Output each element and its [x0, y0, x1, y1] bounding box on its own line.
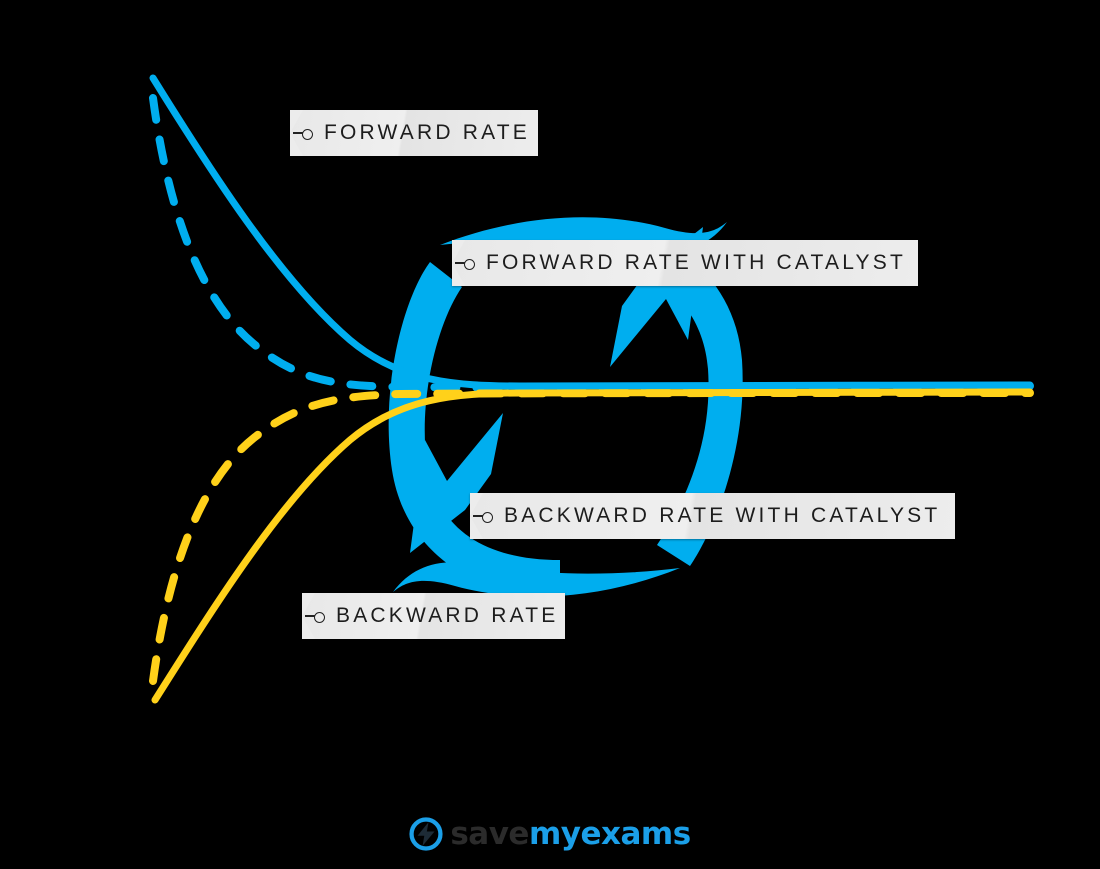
tag-shape	[470, 493, 955, 539]
tag-shape	[302, 593, 565, 639]
curve-forward-rate-with-catalyst	[149, 94, 1034, 392]
label-text: BACKWARD RATE	[336, 604, 559, 627]
label-text: BACKWARD RATE WITH CATALYST	[504, 504, 941, 527]
logo-word-myexams: myexams	[528, 815, 691, 852]
tag-shape	[452, 240, 918, 286]
tag-hole-icon	[464, 258, 475, 270]
label-forward-rate-with-catalyst[interactable]: FORWARD RATE WITH CATALYST	[452, 240, 918, 286]
tag-shape	[290, 110, 538, 156]
tag-string-icon	[305, 615, 315, 617]
tag-string-icon	[473, 515, 483, 517]
save-my-exams-logo: savemyexams	[0, 817, 1100, 851]
label-forward-rate[interactable]: FORWARD RATE	[290, 110, 538, 156]
curve-backward-rate-with-catalyst	[149, 389, 1034, 685]
logo-wordmark: savemyexams	[450, 815, 691, 852]
logo-word-save: save	[450, 815, 529, 852]
tag-hole-icon	[302, 128, 313, 140]
tag-string-icon	[293, 132, 303, 134]
tag-hole-icon	[314, 611, 325, 623]
tag-hole-icon	[482, 511, 493, 523]
tag-string-icon	[455, 262, 465, 264]
label-backward-rate[interactable]: BACKWARD RATE	[302, 593, 565, 639]
label-text: FORWARD RATE	[324, 121, 531, 144]
label-text: FORWARD RATE WITH CATALYST	[486, 251, 906, 274]
curve-backward-rate	[151, 388, 1034, 704]
curve-forward-rate	[149, 74, 1034, 390]
lightning-bolt-circle-icon	[409, 817, 443, 851]
label-backward-rate-with-catalyst[interactable]: BACKWARD RATE WITH CATALYST	[470, 493, 955, 539]
